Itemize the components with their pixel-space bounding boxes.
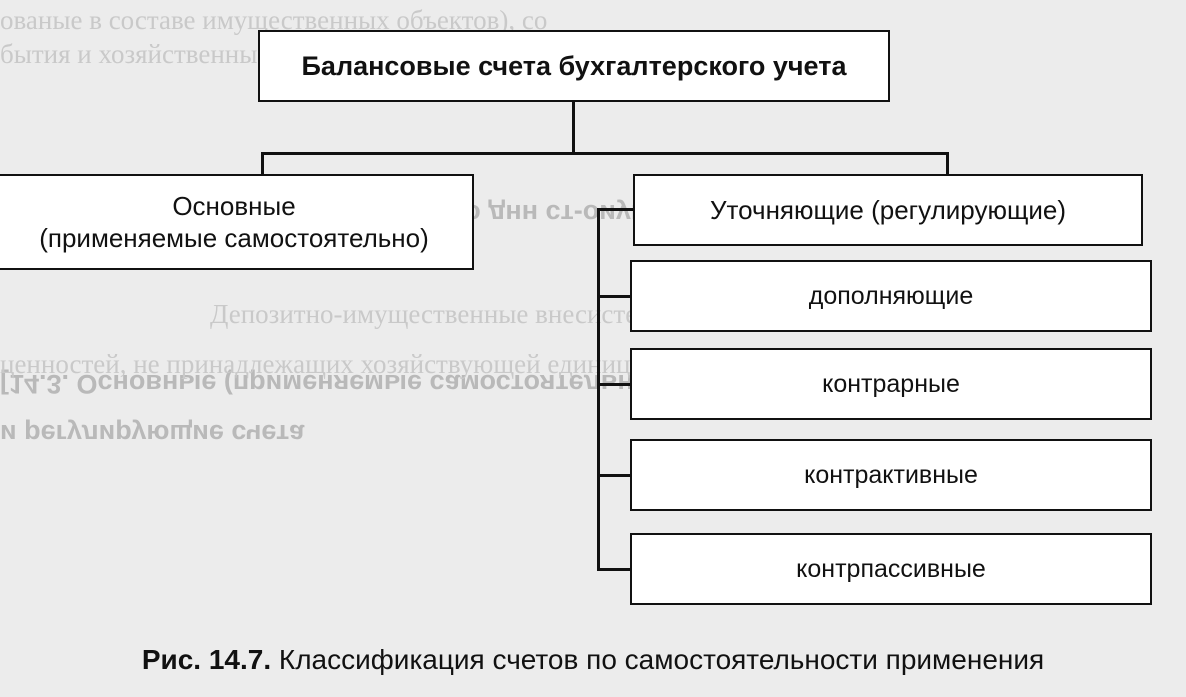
node-basic-accounts: Основные (применяемые самостоятельно) bbox=[0, 174, 474, 270]
node-regulating-accounts: Уточняющие (регулирующие) bbox=[633, 174, 1143, 246]
figure-caption-text: Классификация счетов по самостоятельност… bbox=[278, 644, 1045, 675]
node-child-contra-passive: контрпассивные bbox=[630, 533, 1152, 605]
node-child-contra: контрарные bbox=[630, 348, 1152, 420]
root-node-label: Балансовые счета бухгалтерского учета bbox=[301, 51, 847, 81]
node-basic-line1: Основные bbox=[172, 191, 296, 221]
connector-child-3 bbox=[597, 474, 633, 477]
figure-caption: Рис. 14.7. Классификация счетов по самос… bbox=[0, 644, 1186, 676]
connector-spine-top bbox=[597, 208, 633, 211]
connector-root-down bbox=[572, 100, 575, 154]
connector-child-4 bbox=[597, 568, 633, 571]
connector-children-spine bbox=[597, 208, 600, 571]
child-label: контрарные bbox=[822, 370, 960, 398]
figure-number: Рис. 14.7. bbox=[141, 644, 272, 675]
child-label: дополняющие bbox=[808, 282, 974, 310]
node-child-supplementary: дополняющие bbox=[630, 260, 1152, 332]
connector-to-right-box bbox=[946, 152, 949, 176]
connector-to-left-box bbox=[261, 152, 264, 176]
node-child-contra-active: контрактивные bbox=[630, 439, 1152, 511]
connector-child-2 bbox=[597, 383, 633, 386]
child-label: контрактивные bbox=[804, 461, 978, 489]
root-node: Балансовые счета бухгалтерского учета bbox=[258, 30, 890, 102]
node-basic-line2: (применяемые самостоятельно) bbox=[39, 223, 429, 253]
child-label: контрпассивные bbox=[796, 555, 986, 583]
connector-child-1 bbox=[597, 295, 633, 298]
connector-horizontal-bar bbox=[261, 152, 949, 155]
node-regulating-label: Уточняющие (регулирующие) bbox=[710, 195, 1066, 225]
